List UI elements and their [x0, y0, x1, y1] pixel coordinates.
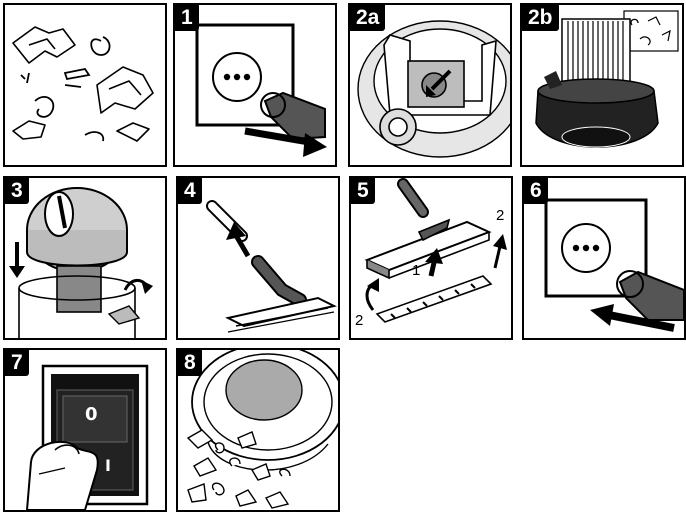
step-badge-4: 4: [178, 178, 202, 204]
step5-label-top-right: 2: [496, 207, 504, 224]
floor-nozzle-icon: [351, 178, 511, 338]
step5-label-center: 1: [412, 262, 420, 279]
step5-label-bottom-left: 2: [355, 312, 363, 329]
step-badge-2a: 2a: [350, 5, 385, 31]
suction-hose-icon: [178, 178, 338, 338]
switch-label-off: 0: [85, 404, 98, 425]
container-icon: [178, 350, 338, 510]
plug-icon: [175, 5, 335, 165]
socket-icon: [524, 178, 684, 338]
step-badge-5: 5: [351, 178, 375, 204]
switch-label-on: I: [105, 456, 111, 475]
step-badge-8: 8: [178, 350, 202, 376]
debris-icon: [5, 5, 165, 165]
step-badge-2b: 2b: [522, 5, 559, 31]
step-badge-6: 6: [524, 178, 548, 204]
power-switch-icon: [5, 350, 165, 510]
step-badge-7: 7: [5, 350, 29, 376]
step-badge-1: 1: [175, 5, 199, 31]
step-badge-3: 3: [5, 178, 29, 204]
panel-debris: [3, 3, 167, 167]
motor-head-icon: [5, 178, 165, 338]
